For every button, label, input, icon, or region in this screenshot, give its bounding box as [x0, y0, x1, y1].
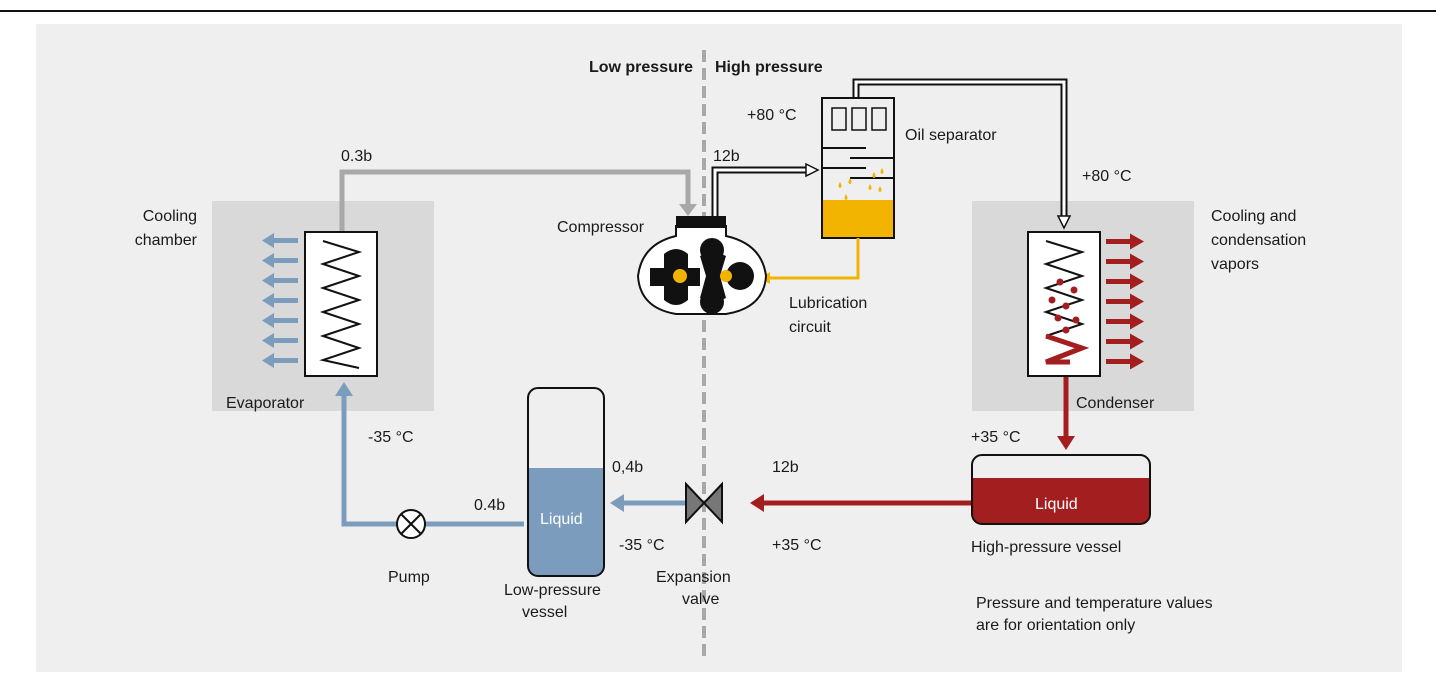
compressor-label: Compressor — [557, 219, 645, 236]
evaporator — [304, 231, 378, 377]
discharge-pipe — [711, 162, 820, 218]
note-line-2: are for orientation only — [976, 617, 1135, 634]
valve-in-pressure: 12b — [772, 459, 799, 476]
cond-in-temp: +80 °C — [1082, 168, 1132, 185]
pump-pressure: 0.4b — [474, 497, 505, 514]
valve-inlet-arrow — [750, 494, 764, 512]
condenser-label: Condenser — [1076, 395, 1155, 412]
pump-label: Pump — [388, 569, 430, 586]
vessel-inlet-arrow — [610, 494, 624, 512]
evaporator-label: Evaporator — [226, 395, 305, 412]
low-vessel-liquid-label: Liquid — [540, 511, 583, 528]
heat-arrows — [1106, 233, 1144, 370]
pump — [396, 509, 426, 539]
condensation-label-2: condensation — [1211, 232, 1306, 249]
high-vessel-label: High-pressure vessel — [971, 539, 1121, 556]
note-line-1: Pressure and temperature values — [976, 595, 1213, 612]
cold-air-arrows — [262, 233, 298, 368]
suction-pipe — [339, 169, 691, 232]
low-pressure-label: Low pressure — [589, 59, 693, 76]
comp-out-pressure: 12b — [713, 148, 740, 165]
separator-to-condenser-pipe — [852, 78, 1072, 230]
condensation-label-3: vapors — [1211, 256, 1259, 273]
suction-arrow — [679, 204, 697, 216]
high-pressure-label: High pressure — [715, 59, 823, 76]
lp-vessel-pressure: 0,4b — [612, 459, 643, 476]
expansion-valve — [685, 481, 723, 525]
oil-separator-label: Oil separator — [905, 127, 997, 144]
low-pressure-vessel — [527, 387, 605, 577]
condensation-label-1: Cooling and — [1211, 208, 1296, 225]
oil-separator — [821, 97, 895, 239]
cooling-chamber-label-2: chamber — [135, 232, 198, 249]
compressor — [636, 216, 768, 315]
evap-out-pressure: 0.3b — [341, 148, 372, 165]
liquid-return-pipe — [341, 392, 524, 527]
expansion-valve-label-2: valve — [682, 591, 719, 608]
lubrication-label-1: Lubrication — [789, 295, 867, 312]
lp-vessel-temp: -35 °C — [619, 537, 665, 554]
high-vessel-liquid-label: Liquid — [1035, 496, 1078, 513]
lubrication-pipe — [766, 238, 860, 280]
evap-in-temp: -35 °C — [368, 429, 414, 446]
cooling-chamber-label-1: Cooling — [143, 208, 197, 225]
expansion-valve-label-1: Expansion — [656, 569, 731, 586]
oil-sep-temp: +80 °C — [747, 107, 797, 124]
hp-vessel-inlet-arrow — [1057, 436, 1075, 450]
cond-out-temp: +35 °C — [971, 429, 1021, 446]
evap-inlet-arrow — [335, 382, 353, 396]
low-vessel-label-1: Low-pressure — [504, 582, 601, 599]
high-pressure-vessel — [971, 454, 1151, 525]
lubrication-label-2: circuit — [789, 319, 831, 336]
top-rule — [0, 10, 1436, 12]
valve-in-temp: +35 °C — [772, 537, 822, 554]
condenser — [1027, 231, 1101, 377]
low-vessel-label-2: vessel — [522, 604, 567, 621]
